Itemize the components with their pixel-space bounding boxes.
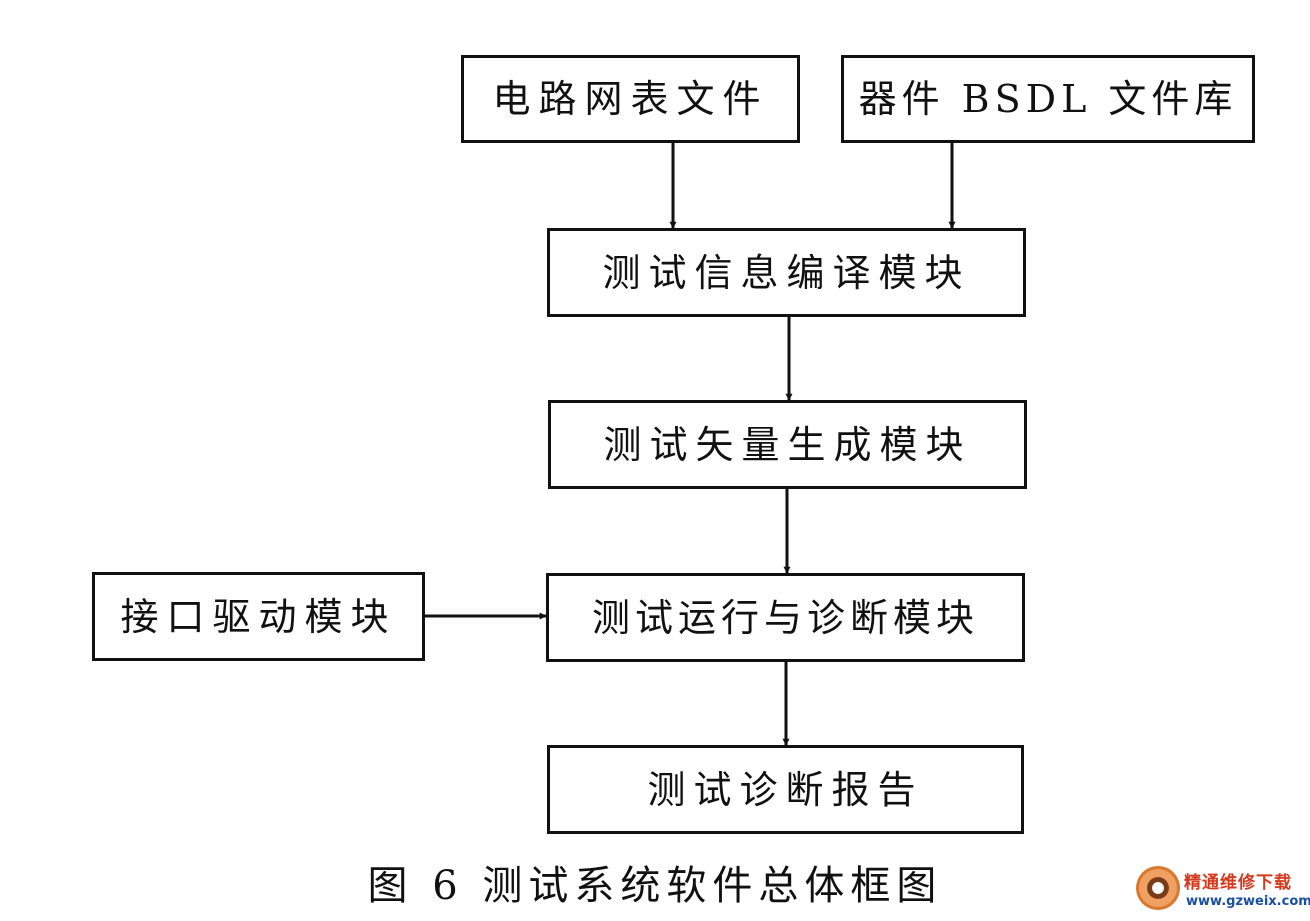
watermark: 精通维修下载 www.gzweix.com (1136, 862, 1310, 918)
node-test-run-diagnose-label: 测试运行与诊断模块 (591, 595, 979, 640)
node-bsdl-library-label: 器件 BSDL 文件库 (858, 77, 1238, 121)
node-netlist-file: 电路网表文件 (461, 55, 800, 143)
node-interface-driver-label: 接口驱动模块 (120, 594, 397, 639)
figure-caption: 图 6 测试系统软件总体框图 (367, 863, 943, 909)
node-test-vector-gen: 测试矢量生成模块 (548, 400, 1027, 489)
node-test-info-compile-label: 测试信息编译模块 (602, 250, 971, 295)
watermark-title: 精通维修下载 (1184, 873, 1292, 893)
node-netlist-file-label: 电路网表文件 (492, 77, 769, 121)
node-test-diagnosis-report: 测试诊断报告 (547, 745, 1024, 834)
watermark-url: www.gzweix.com (1186, 894, 1310, 909)
node-test-diagnosis-report-label: 测试诊断报告 (647, 767, 924, 812)
watermark-logo-icon (1136, 866, 1180, 910)
node-test-info-compile: 测试信息编译模块 (547, 228, 1026, 317)
node-interface-driver: 接口驱动模块 (92, 572, 425, 661)
node-bsdl-library: 器件 BSDL 文件库 (841, 55, 1255, 143)
node-test-vector-gen-label: 测试矢量生成模块 (603, 422, 972, 467)
node-test-run-diagnose: 测试运行与诊断模块 (546, 573, 1025, 662)
